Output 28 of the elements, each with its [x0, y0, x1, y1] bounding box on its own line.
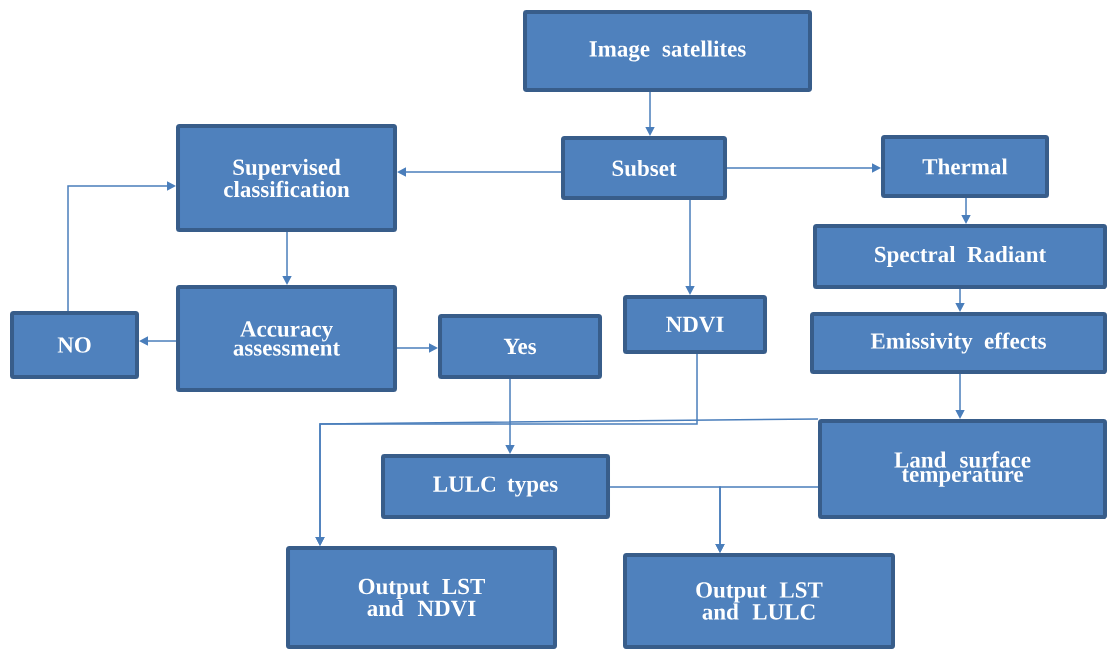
arrow	[67, 181, 176, 312]
process-box: Output LST and NDVI	[286, 546, 557, 649]
process-box: Subset	[561, 136, 727, 200]
arrow	[397, 167, 562, 177]
arrow	[685, 199, 695, 295]
arrow	[505, 378, 515, 454]
process-box: Yes	[438, 314, 602, 379]
process-box: Accuracy assessment	[176, 285, 397, 392]
arrow	[282, 231, 292, 285]
process-box: Supervised classification	[176, 124, 397, 232]
arrow	[396, 343, 438, 353]
arrow	[955, 373, 965, 419]
arrow	[955, 288, 965, 312]
process-box: Spectral Radiant	[813, 224, 1107, 289]
arrow	[961, 197, 971, 224]
process-box: Emissivity effects	[810, 312, 1107, 374]
arrow	[726, 163, 881, 173]
process-box: Land surface temperature	[818, 419, 1107, 519]
process-box: Thermal	[881, 135, 1049, 198]
process-box: NDVI	[623, 295, 767, 354]
arrow	[139, 336, 177, 346]
arrow	[715, 486, 819, 553]
process-box: Output LST and LULC	[623, 553, 895, 649]
process-box: LULC types	[381, 454, 610, 519]
process-box: Image satellites	[523, 10, 812, 92]
arrow	[645, 91, 655, 136]
arrow	[315, 418, 819, 546]
process-box: NO	[10, 311, 139, 379]
